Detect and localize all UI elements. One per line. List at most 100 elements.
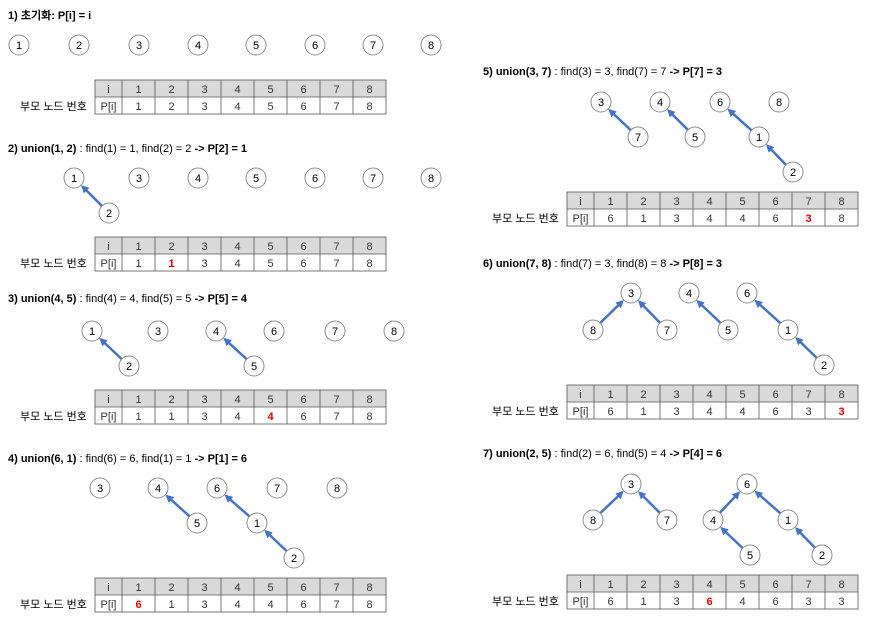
table-header-cell: 4 (706, 579, 712, 591)
step-find-desc: : find(2) = 6, find(5) = 4 (551, 448, 669, 460)
node-label: 2 (821, 360, 827, 372)
table-row-label: P[i] (101, 411, 117, 423)
table-header-cell: 7 (333, 84, 339, 96)
table-header-cell: 5 (739, 579, 745, 591)
table-header-cell: i (579, 389, 581, 401)
parent-value-cell: 4 (234, 599, 240, 611)
node-label: 4 (686, 288, 692, 300)
step-heading: 1) 초기화: P[i] = i (8, 8, 91, 22)
table-header-cell: 1 (135, 394, 141, 406)
table-header-cell: 3 (201, 582, 207, 594)
table-header-cell: 1 (135, 582, 141, 594)
step-heading: 6) union(7, 8) : find(7) = 3, find(8) = … (483, 258, 722, 270)
parent-value-cell: 5 (267, 258, 273, 270)
parent-value-cell: 3 (201, 101, 207, 113)
node-label: 2 (106, 208, 112, 220)
node-5: 5 (245, 167, 267, 189)
step-find-desc: : find(1) = 1, find(2) = 2 (76, 143, 194, 155)
parent-value-cell: 1 (135, 411, 141, 423)
parent-node-caption: 부모 노드 번호 (20, 257, 87, 270)
node-2: 2 (98, 202, 120, 224)
node-label: 1 (16, 40, 22, 52)
step-title: 2) union(1, 2) (8, 143, 77, 155)
table-header-cell: 5 (739, 196, 745, 208)
table-header-cell: 5 (739, 389, 745, 401)
table-header-cell: i (107, 582, 109, 594)
node-label: 6 (214, 483, 220, 495)
table-header-cell: 8 (366, 394, 372, 406)
parent-value-cell: 6 (300, 101, 306, 113)
node-label: 6 (312, 40, 318, 52)
edge-2-to-1 (794, 527, 816, 549)
parent-value-cell: 4 (739, 596, 745, 608)
node-label: 6 (312, 173, 318, 185)
node-6: 6 (263, 320, 285, 342)
node-label: 6 (271, 326, 277, 338)
step-title: 1) 초기화: P[i] = i (8, 8, 91, 22)
parent-value-cell: 3 (805, 596, 811, 608)
node-label: 3 (155, 326, 161, 338)
table-header-cell: 7 (333, 394, 339, 406)
node-label: 3 (136, 173, 142, 185)
table-header-cell: i (579, 579, 581, 591)
step-heading: 7) union(2, 5) : find(2) = 6, find(5) = … (483, 448, 722, 460)
step-2: 2) union(1, 2) : find(1) = 1, find(2) = … (8, 143, 442, 272)
parent-value-cell: 6 (607, 596, 613, 608)
parent-value-cell: 1 (640, 213, 646, 225)
table-header-cell: 5 (267, 84, 273, 96)
node-7: 7 (627, 126, 649, 148)
node-label: 2 (790, 167, 796, 179)
table-header-cell: 8 (838, 196, 844, 208)
parent-value-cell: 3 (673, 406, 679, 418)
node-label: 4 (657, 97, 663, 109)
node-label: 3 (136, 40, 142, 52)
node-2: 2 (782, 161, 804, 183)
parent-value-cell: 8 (366, 599, 372, 611)
node-8: 8 (326, 477, 348, 499)
table-header-cell: 4 (234, 241, 240, 253)
parent-value-cell: 6 (772, 213, 778, 225)
node-7: 7 (656, 509, 678, 531)
table-header-cell: 7 (805, 579, 811, 591)
edge-1-to-6 (224, 494, 251, 518)
table-header-cell: 6 (772, 196, 778, 208)
parent-value-cell: 6 (706, 596, 712, 608)
parent-node-caption: 부모 노드 번호 (492, 595, 559, 608)
table-header-cell: 5 (267, 394, 273, 406)
table-header-cell: 2 (168, 582, 174, 594)
step-7: 7) union(2, 5) : find(2) = 6, find(5) = … (483, 448, 859, 610)
table-header-cell: 7 (805, 389, 811, 401)
table-header-cell: 3 (201, 241, 207, 253)
edge-2-to-1 (795, 336, 818, 359)
node-3: 3 (620, 473, 642, 495)
step-title: 7) union(2, 5) (483, 448, 552, 460)
parent-value-cell: 8 (366, 101, 372, 113)
step-find-desc: : find(6) = 6, find(1) = 1 (76, 453, 194, 465)
parent-value-cell: 1 (168, 258, 174, 270)
node-6: 6 (736, 282, 758, 304)
step-heading: 4) union(6, 1) : find(6) = 6, find(1) = … (8, 453, 247, 465)
node-label: 8 (391, 326, 397, 338)
node-5: 5 (243, 355, 265, 377)
table-header-cell: 7 (333, 582, 339, 594)
step-find-desc: : find(3) = 3, find(7) = 7 (551, 66, 669, 78)
parent-value-cell: 7 (333, 258, 339, 270)
table-header-cell: 3 (673, 196, 679, 208)
table-row-label: P[i] (573, 596, 589, 608)
edge-8-to-3 (599, 299, 624, 324)
node-label: 8 (428, 173, 434, 185)
node-3: 3 (89, 477, 111, 499)
edge-2-to-1 (765, 144, 787, 166)
parent-value-cell: 6 (300, 411, 306, 423)
node-1: 1 (63, 167, 85, 189)
table-header-cell: i (107, 394, 109, 406)
table-header-cell: 1 (607, 196, 613, 208)
node-3: 3 (590, 91, 612, 113)
node-4: 4 (702, 509, 724, 531)
table-row-label: P[i] (573, 213, 589, 225)
node-5: 5 (186, 512, 208, 534)
